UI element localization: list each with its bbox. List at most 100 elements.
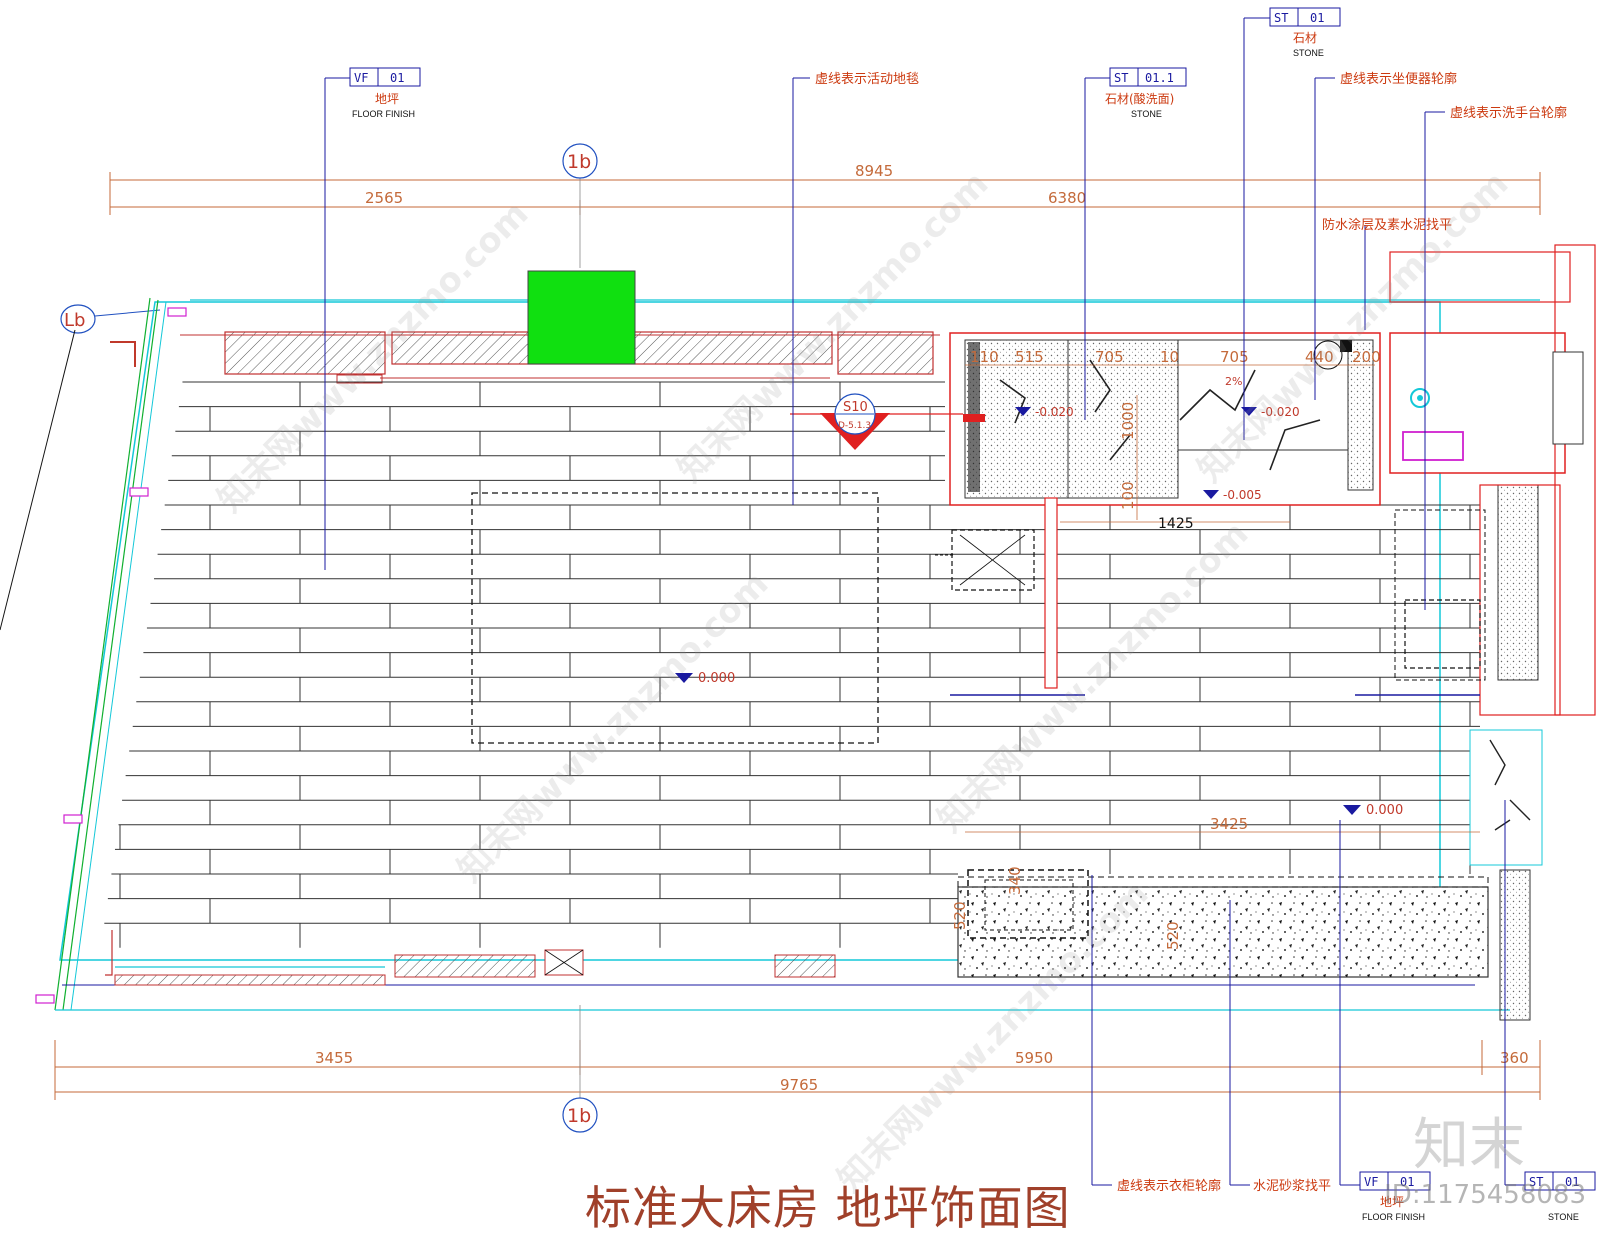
note-toilet: 虚线表示坐便器轮廓 <box>1340 71 1457 87</box>
basin-outline <box>1402 431 1464 461</box>
glass-line-3 <box>70 301 167 1011</box>
dim-top-right: 6380 <box>1048 189 1086 207</box>
wall-notch <box>336 374 383 384</box>
dim-bath-a: 110 <box>970 348 999 366</box>
axis-label-left: Lb <box>64 310 85 331</box>
wardrobe-inner-box <box>967 869 1089 939</box>
dim-wardrobe-depth: 520 <box>1164 921 1182 950</box>
note-carpet: 虚线表示活动地毯 <box>815 72 919 87</box>
axis-bubble-left <box>60 304 96 334</box>
dim-bath-f: 440 <box>1305 348 1334 366</box>
level-bath-1: -0.020 <box>1035 405 1074 419</box>
right-column-fill <box>1497 484 1539 681</box>
dim-top-total: 8945 <box>855 162 893 180</box>
wall-hatch-top-right <box>837 331 934 375</box>
column-block <box>527 270 636 365</box>
level-markers <box>675 407 1361 815</box>
svg-text:ST: ST <box>1274 11 1288 25</box>
dim-bath-b: 515 <box>1015 348 1044 366</box>
shower-x-2 <box>959 534 1026 586</box>
dim-bath-depth: 1000 <box>1119 402 1137 440</box>
axis-label-bottom: 1b <box>567 1105 591 1127</box>
window-markers <box>35 307 187 1004</box>
wardrobe-outline <box>957 876 1489 888</box>
right-top-wall <box>1389 251 1571 303</box>
bath-drain <box>1340 340 1352 352</box>
bath-drain-ring <box>1313 340 1343 370</box>
slope-label: 2% <box>1225 375 1242 388</box>
svg-text:地坪: 地坪 <box>375 92 399 106</box>
bath-red-marker <box>963 414 985 422</box>
note-wardrobe: 虚线表示衣柜轮廓 <box>1117 1178 1221 1194</box>
note-waterproof: 防水涂层及素水泥找平 <box>1322 217 1452 233</box>
svg-text:VF: VF <box>354 71 368 85</box>
leader-diagonal <box>0 329 76 631</box>
tag-vf01-bottom: VF 01 地坪 FLOOR FINISH <box>1359 1171 1431 1222</box>
plank-floor <box>104 381 1480 948</box>
svg-text:地坪: 地坪 <box>1380 1195 1404 1209</box>
carpet-outline <box>471 492 879 744</box>
wardrobe-inner-box-2 <box>984 879 1074 931</box>
glass-line-1 <box>54 297 151 1011</box>
svg-text:FLOOR FINISH: FLOOR FINISH <box>1362 1212 1425 1222</box>
bath-marble <box>1177 339 1349 451</box>
drawing-title: 标准大床房 地坪饰面图 <box>585 1181 1071 1235</box>
svg-text:石材: 石材 <box>1293 31 1317 45</box>
toilet-outline <box>1404 599 1481 669</box>
dim-bottom-mid: 5950 <box>1015 1049 1053 1067</box>
svg-text:01: 01 <box>1310 11 1324 25</box>
svg-text:01.1: 01.1 <box>1145 71 1174 85</box>
watermark-logo: 知末 <box>1413 1113 1525 1178</box>
dim-bath-e: 705 <box>1220 348 1249 366</box>
right-stone-veins <box>1489 739 1531 831</box>
svg-text:STONE: STONE <box>1548 1212 1579 1222</box>
wall-hatch-bottom-mid <box>394 954 536 978</box>
note-basin: 虚线表示洗手台轮廓 <box>1450 105 1567 121</box>
right-wall-outer <box>1554 244 1596 716</box>
svg-text:VF: VF <box>1364 1175 1378 1189</box>
dim-wardrobe-length: 3425 <box>1210 815 1248 833</box>
note-screed: 水泥砂浆找平 <box>1253 1179 1331 1194</box>
bath-dimension-lines <box>965 364 1375 523</box>
level-bath-2: -0.020 <box>1261 405 1300 419</box>
axis-bubble-top <box>562 143 598 179</box>
marble-veins <box>999 359 1321 471</box>
watermark-id: ID:1175458083 <box>1384 1180 1586 1210</box>
axis-line-left <box>94 309 161 317</box>
dim-bath-width: 1425 <box>1158 516 1194 532</box>
dim-top-left: 2565 <box>365 189 403 207</box>
dim-bath-sill: 100 <box>1119 481 1137 510</box>
svg-text:01: 01 <box>390 71 404 85</box>
basin-tap <box>1410 388 1430 408</box>
svg-text:01: 01 <box>1400 1175 1414 1189</box>
dim-bath-c: 705 <box>1095 348 1124 366</box>
basin-tap-center <box>1417 395 1423 401</box>
leader-lines <box>324 17 1525 1186</box>
bottom-duct-x2 <box>544 949 584 976</box>
tag-vf01-top: VF 01 地坪 FLOOR FINISH <box>349 67 421 119</box>
svg-text:ST: ST <box>1114 71 1128 85</box>
wardrobe-base <box>957 886 1489 978</box>
svg-text:ST: ST <box>1529 1175 1543 1189</box>
level-bath-3: -0.005 <box>1223 488 1262 502</box>
axis-label-top: 1b <box>567 151 591 173</box>
dim-wardrobe-small-b: 340 <box>1006 866 1024 895</box>
level-wardrobe: 0.000 <box>1366 803 1403 818</box>
dim-bath-g: 200 <box>1352 348 1381 366</box>
axis-bubble-bottom <box>562 1097 598 1133</box>
top-dimensions <box>109 172 1541 215</box>
shower-zone <box>951 529 1035 591</box>
vanity-counter <box>1552 351 1584 445</box>
section-marker-ref: D-5.1.3 <box>838 421 871 431</box>
section-marker-id: S10 <box>843 400 868 415</box>
svg-text:01: 01 <box>1565 1175 1579 1189</box>
bottom-left-corner <box>105 930 113 976</box>
wall-hatch-bottom-right <box>774 954 836 978</box>
dim-bottom-total: 9765 <box>780 1076 818 1094</box>
tag-st01-bottom: ST 01 STONE <box>1524 1171 1596 1222</box>
right-stone-panel <box>1469 729 1543 866</box>
dim-bottom-left: 3455 <box>315 1049 353 1067</box>
svg-text:STONE: STONE <box>1293 48 1324 58</box>
svg-text:FLOOR FINISH: FLOOR FINISH <box>352 109 415 119</box>
